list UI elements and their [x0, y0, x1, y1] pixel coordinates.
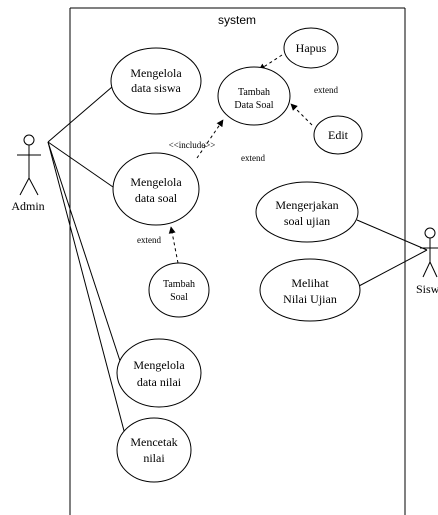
use-case-mengelola-data-soal: Mengelola data soal: [112, 152, 200, 226]
system-label: system: [218, 13, 256, 27]
siswa-actor: Sisw: [416, 227, 438, 296]
use-case-melihat-nilai-ujian: Melihat Nilai Ujian: [259, 258, 361, 322]
siswa-stick-figure-icon: [420, 227, 438, 278]
admin-label: Admin: [11, 199, 44, 213]
extend-edit-arrow: [290, 103, 313, 126]
extend-label-edit: extend: [241, 153, 265, 163]
svg-text:data siswa: data siswa: [131, 81, 181, 95]
siswa-label: Sisw: [416, 282, 438, 296]
svg-text:data nilai: data nilai: [137, 375, 182, 389]
svg-text:Tambah: Tambah: [238, 87, 270, 98]
svg-text:Melihat: Melihat: [291, 276, 329, 290]
svg-text:Tambah: Tambah: [163, 279, 195, 290]
use-case-hapus: Hapus: [283, 27, 339, 69]
system-boundary: system: [69, 7, 406, 515]
include-arrow: [196, 119, 224, 159]
admin-actor: Admin: [11, 134, 45, 213]
admin-associations: [47, 86, 129, 447]
extend-hapus-arrow: [258, 54, 283, 71]
use-case-tambah-soal: Tambah Soal: [148, 262, 210, 318]
extend-tambah-soal-arrow: [168, 226, 179, 264]
svg-text:Mengelola: Mengelola: [133, 358, 185, 372]
siswa-associations: [356, 219, 428, 287]
use-case-tambah-data-soal: Tambah Data Soal: [217, 66, 291, 126]
dashed-relations: [168, 54, 313, 264]
svg-text:Nilai Ujian: Nilai Ujian: [283, 292, 337, 306]
svg-text:Mencetak: Mencetak: [130, 435, 177, 449]
include-label: <<include>>: [169, 140, 216, 150]
use-case-mengelola-data-siswa: Mengelola data siswa: [110, 47, 202, 115]
svg-text:data soal: data soal: [135, 191, 178, 205]
svg-text:Data Soal: Data Soal: [234, 100, 273, 111]
use-case-edit: Edit: [313, 115, 363, 155]
svg-text:Hapus: Hapus: [296, 41, 327, 55]
svg-text:soal ujian: soal ujian: [284, 214, 330, 228]
use-case-mengelola-data-nilai: Mengelola data nilai: [116, 338, 202, 408]
svg-text:Mengelola: Mengelola: [130, 175, 182, 189]
admin-stick-figure-icon: [17, 134, 41, 196]
svg-text:Soal: Soal: [170, 292, 188, 303]
use-case-mengerjakan-soal-ujian: Mengerjakan soal ujian: [255, 181, 359, 243]
extend-label-hapus: extend: [314, 85, 338, 95]
extend-label-tambah-soal: extend: [137, 235, 161, 245]
svg-text:nilai: nilai: [143, 451, 165, 465]
svg-text:Mengerjakan: Mengerjakan: [275, 198, 338, 212]
svg-text:Mengelola: Mengelola: [130, 66, 182, 80]
use-case-mencetak-nilai: Mencetak nilai: [116, 417, 192, 483]
svg-text:Edit: Edit: [328, 128, 349, 142]
